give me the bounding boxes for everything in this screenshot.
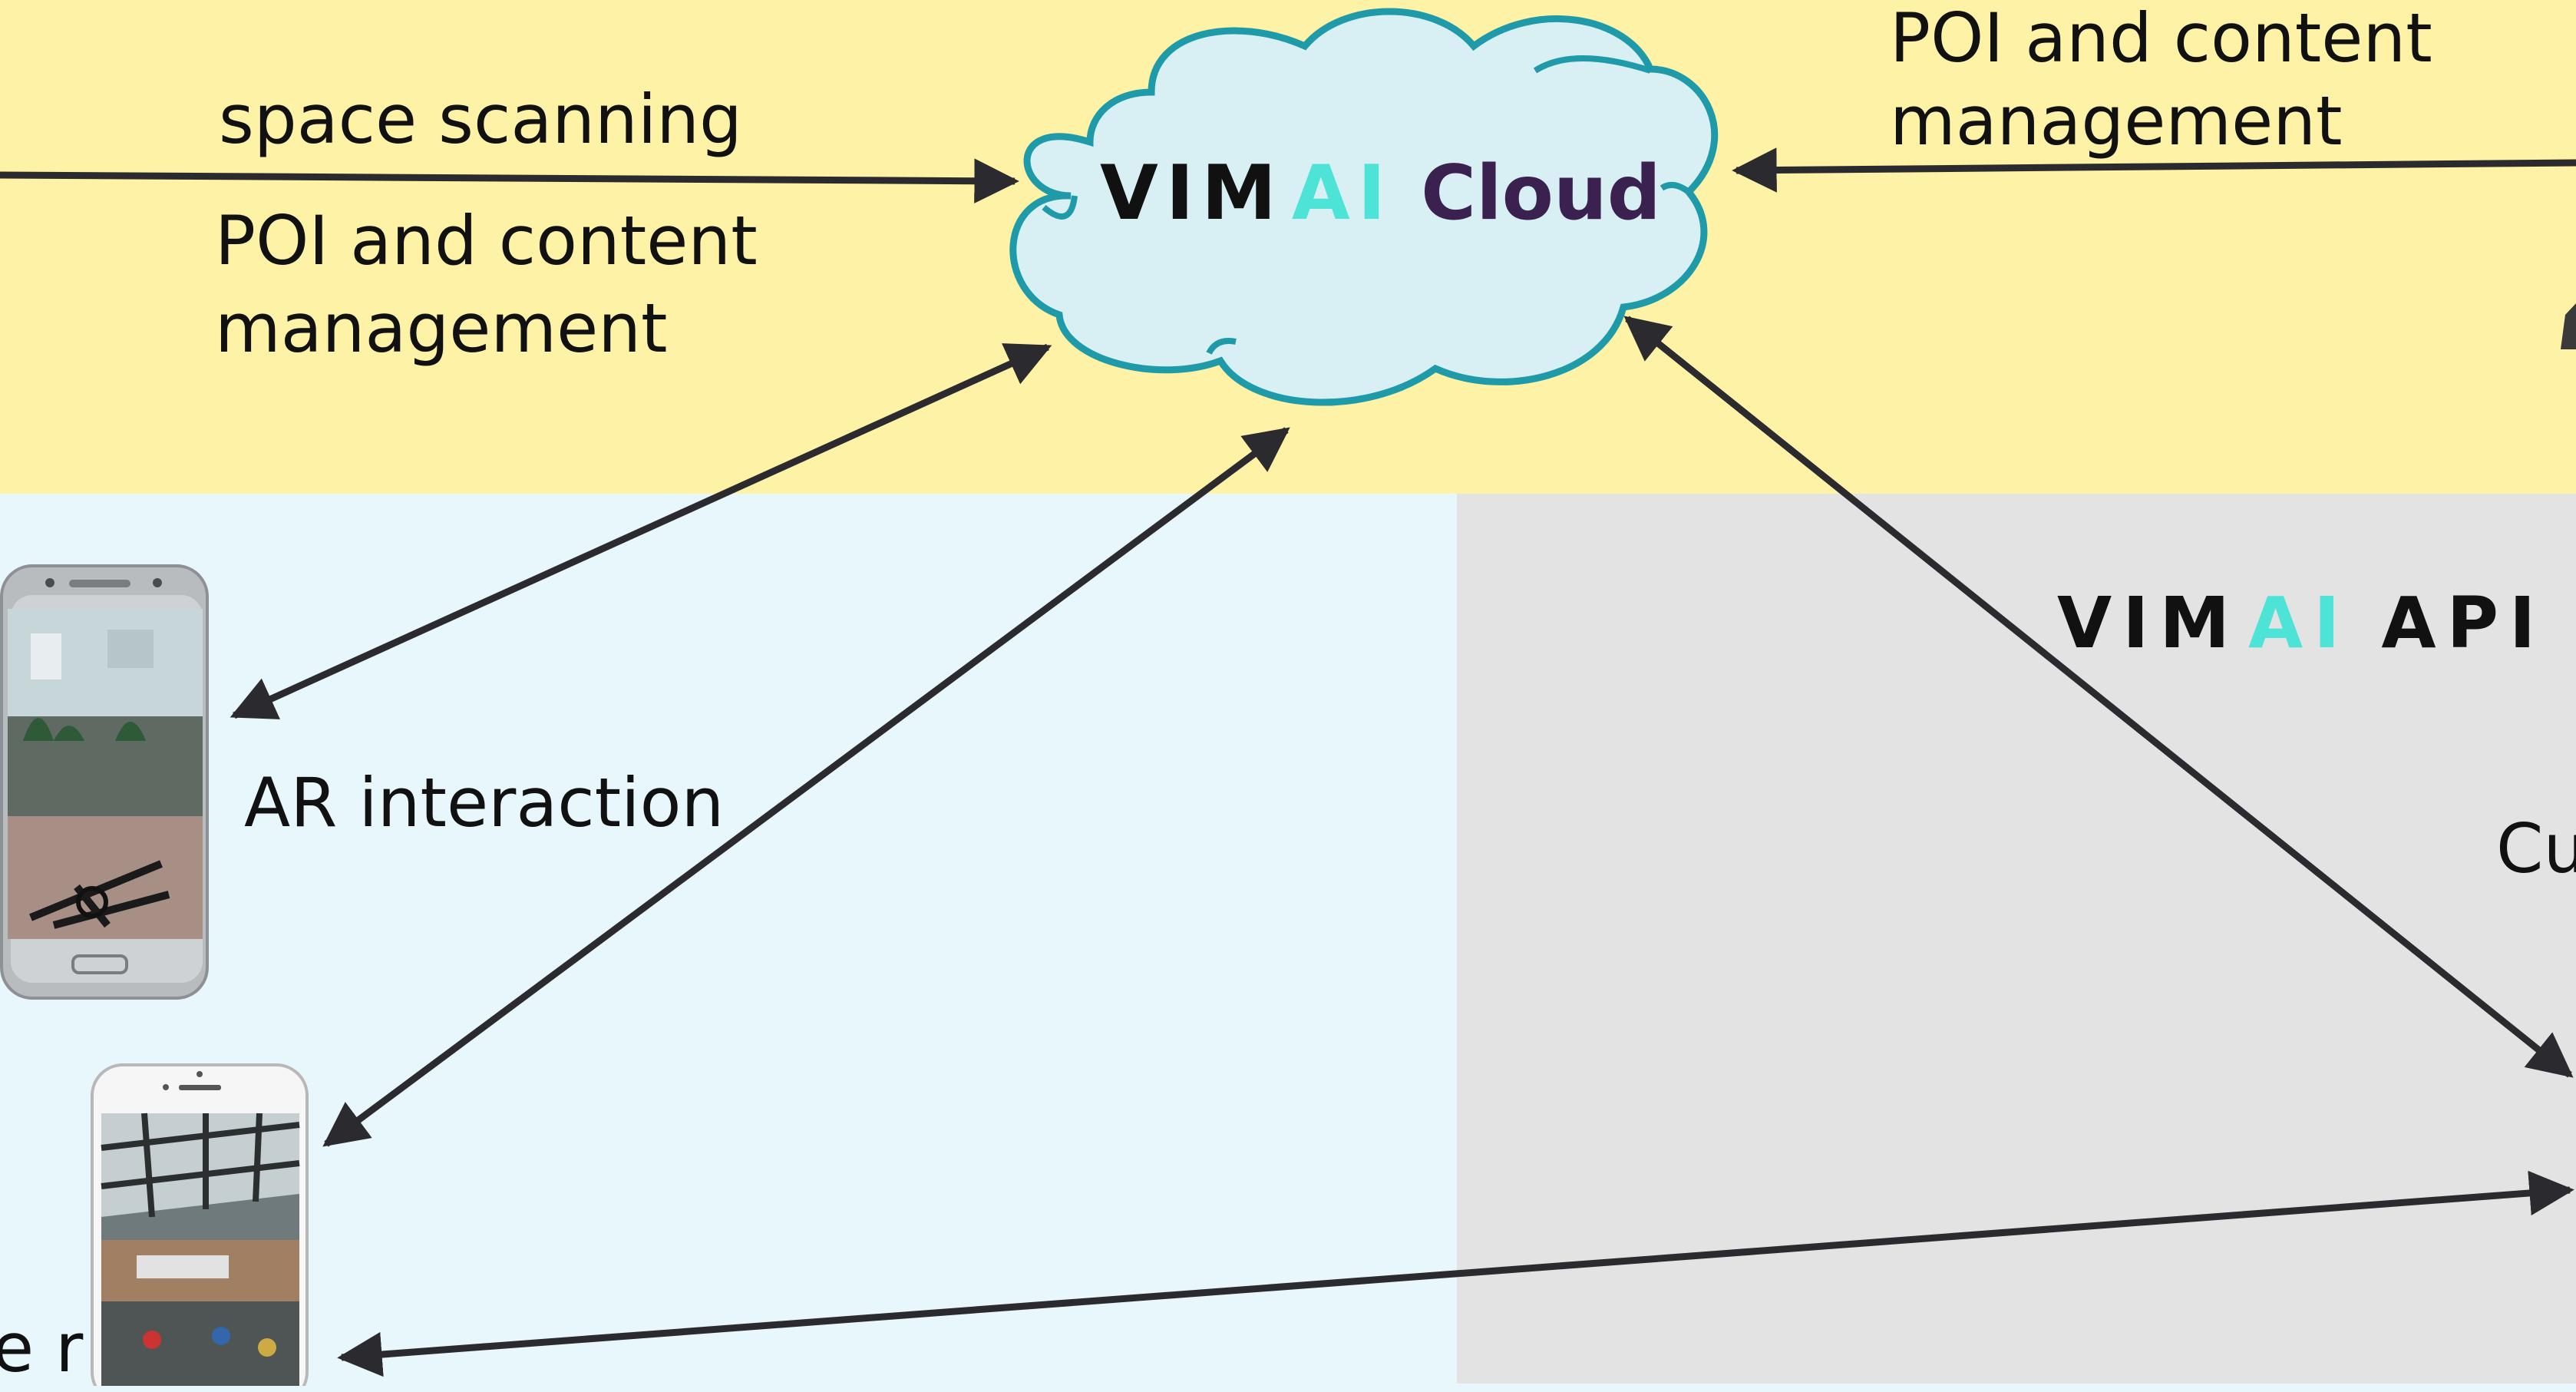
cutoff-device-edge <box>2561 303 2576 349</box>
brand-ai: AI <box>1291 150 1394 237</box>
label-cut-cu: Cu <box>2496 809 2576 888</box>
arrow-api <box>1623 316 2574 1078</box>
brand-cloud: Cloud <box>1421 150 1661 237</box>
cloud-shape <box>1009 8 1719 406</box>
label-space-scanning: space scanning <box>219 80 742 159</box>
label-poi-right-line1: POI and content <box>1890 0 2432 78</box>
arrow-bottom <box>337 1170 2574 1377</box>
api-brand-api: API <box>2381 582 2547 664</box>
arrow-space-scanning <box>0 158 1019 203</box>
api-brand-vim: VIM <box>2057 582 2241 664</box>
label-ar-interaction: AR interaction <box>244 763 725 842</box>
label-poi-left-line1: POI and content <box>215 201 758 280</box>
label-cut-er: e r <box>0 1308 84 1387</box>
api-brand-ai: AI <box>2247 582 2351 664</box>
android-phone-image <box>0 564 209 1000</box>
label-poi-right-line2: management <box>1890 81 2343 160</box>
arrow-poi-right <box>1732 147 2576 193</box>
arrow-second-phone <box>322 427 1290 1147</box>
arrow-ar-phone <box>230 343 1052 719</box>
label-poi-left-line2: management <box>215 289 668 368</box>
brand-vim: VIM <box>1100 150 1284 237</box>
iphone-image <box>91 1063 309 1386</box>
